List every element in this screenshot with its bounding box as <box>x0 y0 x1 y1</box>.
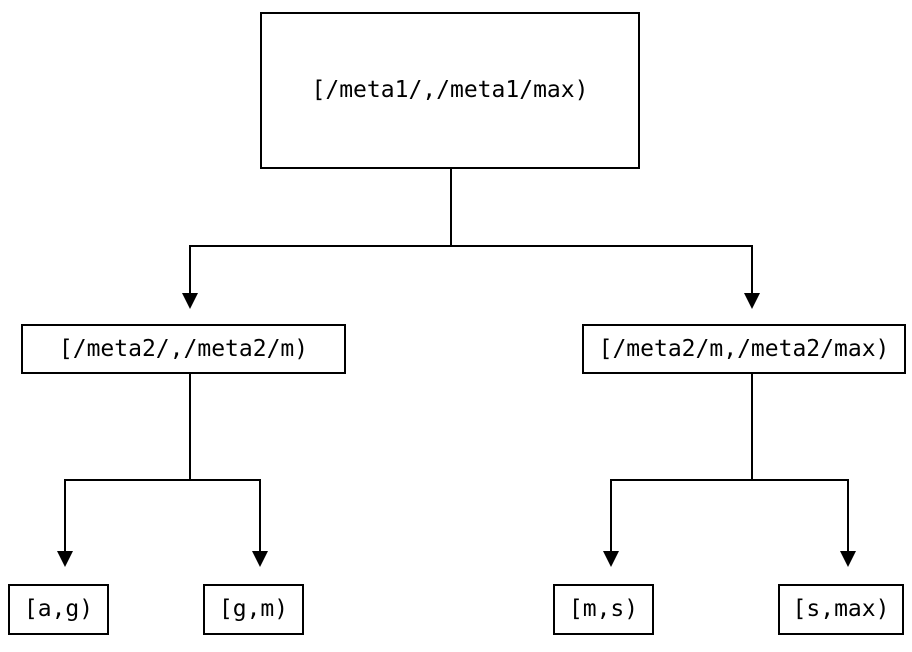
arrowhead-left-child-icon <box>182 293 198 309</box>
node-left-child-label: [/meta2/,/meta2/m) <box>58 335 309 362</box>
node-leaf-g-m: [g,m) <box>203 584 304 635</box>
node-root-label: [/meta1/,/meta1/max) <box>311 77 589 103</box>
edge-root-to-children <box>182 169 760 309</box>
node-leaf-a-g: [a,g) <box>8 584 109 635</box>
node-leaf-a-g-label: [a,g) <box>23 596 94 622</box>
edge-left-child-to-leaves <box>57 374 268 567</box>
arrowhead-right-child-icon <box>744 293 760 309</box>
edge-right-child-to-leaves <box>603 374 856 567</box>
arrowhead-leaf-ms-icon <box>603 551 619 567</box>
node-left-child: [/meta2/,/meta2/m) <box>21 324 346 374</box>
node-leaf-m-s: [m,s) <box>553 584 654 635</box>
node-root: [/meta1/,/meta1/max) <box>260 12 640 169</box>
node-leaf-g-m-label: [g,m) <box>218 596 289 622</box>
arrowhead-leaf-smax-icon <box>840 551 856 567</box>
node-leaf-s-max-label: [s,max) <box>792 596 890 622</box>
node-right-child-label: [/meta2/m,/meta2/max) <box>598 335 890 362</box>
node-leaf-s-max: [s,max) <box>778 584 904 635</box>
node-leaf-m-s-label: [m,s) <box>568 596 639 622</box>
arrowhead-leaf-ag-icon <box>57 551 73 567</box>
arrowhead-leaf-gm-icon <box>252 551 268 567</box>
node-right-child: [/meta2/m,/meta2/max) <box>582 324 906 374</box>
